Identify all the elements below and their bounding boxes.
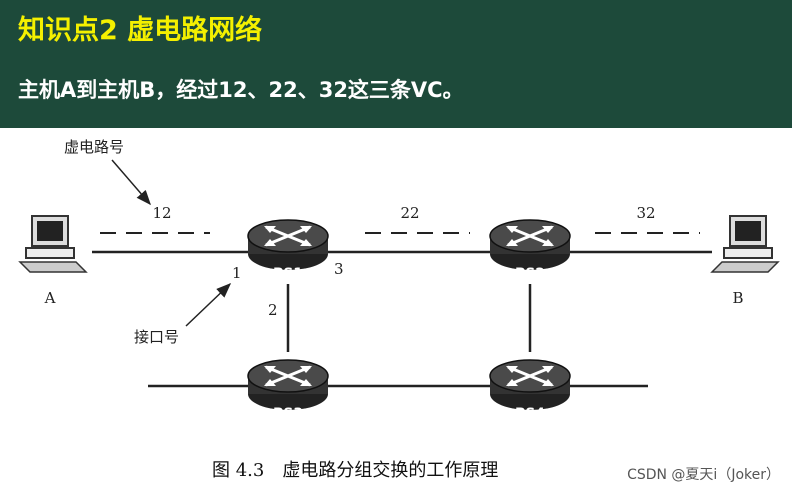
router-ps2-icon [488,218,572,272]
router-ps2-label: PS2 [515,266,545,282]
links [92,250,712,388]
host-b-computer-icon [711,215,779,273]
router-ps1-label: PS1 [273,266,303,282]
host-a-computer-icon [19,215,87,273]
port-label-3: 3 [334,260,344,278]
vc-label-22: 22 [400,204,419,222]
router-ps3-icon [246,358,330,412]
port-number-callout: 接口号 [134,328,179,346]
vc-number-callout: 虚电路号 [64,138,124,156]
figure-caption: 图 4.3 虚电路分组交换的工作原理 [212,456,498,482]
port-number-arrow [185,282,232,327]
figure-number: 图 4.3 [212,460,265,481]
watermark: CSDN @夏天i（Joker） [627,467,780,483]
diagram-panel [0,128,792,496]
port-label-2: 2 [268,301,278,319]
port-label-1: 1 [232,264,242,282]
vc-label-32: 32 [636,204,655,222]
router-ps4-label: PS4 [515,406,545,422]
host-a-label: A [44,289,56,307]
host-b-label: B [732,289,743,307]
router-ps4-icon [488,358,572,412]
router-ps3-label: PS3 [273,406,303,422]
figure-caption-text: 虚电路分组交换的工作原理 [282,460,499,481]
slide-subtitle: 主机A到主机B，经过12、22、32这三条VC。 [18,78,464,102]
slide-title: 知识点2 虚电路网络 [18,15,263,46]
vc-number-arrow [111,159,151,206]
vc-label-12: 12 [152,204,171,222]
router-ps1-icon [246,218,330,272]
